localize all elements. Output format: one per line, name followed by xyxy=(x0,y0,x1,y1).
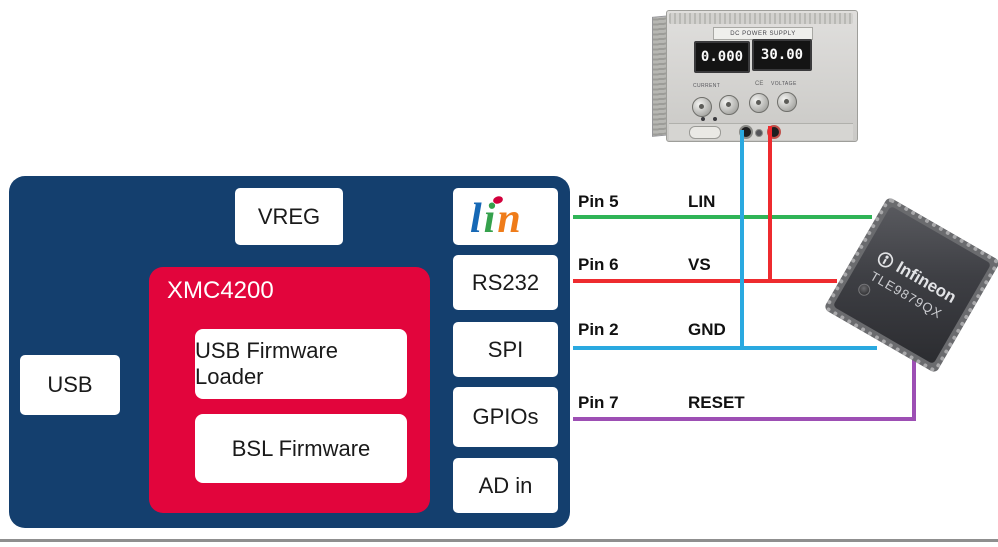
vs-signal-label: VS xyxy=(688,255,711,274)
gpios-label: GPIOs xyxy=(472,404,539,429)
pin5-label: Pin 5 xyxy=(578,192,619,211)
usb-firmware-loader-label: USB Firmware Loader xyxy=(195,338,339,389)
mcu-block: XMC4200 USB Firmware Loader BSL Firmware xyxy=(149,267,430,513)
vs-wire xyxy=(573,279,837,283)
rs232-block: RS232 xyxy=(453,255,558,310)
psu-voltage-coarse-knob xyxy=(749,93,769,113)
psu-bottom-strip xyxy=(669,123,853,140)
usb-block: USB xyxy=(20,355,120,415)
psu-cc-led xyxy=(713,117,717,121)
spi-block: SPI xyxy=(453,322,558,377)
reset-signal-label: RESET xyxy=(688,393,745,412)
gnd-signal-label: GND xyxy=(688,320,726,339)
psu-current-value: 0.000 xyxy=(700,49,744,65)
bottom-divider xyxy=(0,539,998,542)
psu-top-vents xyxy=(669,13,853,24)
bsl-firmware-block: BSL Firmware xyxy=(195,414,407,483)
chip-face: Infineon TLE9879QX xyxy=(832,205,992,365)
tle9879qx-chip: Infineon TLE9879QX xyxy=(823,196,998,374)
chip-pin1-marker xyxy=(856,281,873,298)
infineon-logo-icon xyxy=(878,251,894,268)
pin2-label: Pin 2 xyxy=(578,320,619,339)
psu-current-coarse-knob xyxy=(692,97,712,117)
psu-voltage-knob-label: VOLTAGE xyxy=(771,81,797,87)
lin-logo-icon: lin xyxy=(470,196,521,242)
lin-block: lin xyxy=(453,188,558,245)
reset-wire xyxy=(573,417,916,421)
vreg-label: VREG xyxy=(257,203,321,229)
psu-gnd-wire-vertical xyxy=(740,130,744,350)
lin-wire xyxy=(573,215,872,219)
psu-voltage-value: 30.00 xyxy=(760,47,804,63)
pin7-label: Pin 7 xyxy=(578,393,619,412)
dc-power-supply: DC POWER SUPPLY 0.000 30.00 CURRENT VOLT… xyxy=(652,8,858,142)
psu-ce-mark: CE xyxy=(755,81,764,87)
reset-wire-vertical xyxy=(912,358,916,421)
psu-vs-wire-vertical xyxy=(768,126,772,283)
psu-current-knob-label: CURRENT xyxy=(693,83,721,89)
psu-front-panel: DC POWER SUPPLY 0.000 30.00 CURRENT VOLT… xyxy=(666,10,858,142)
adin-block: AD in xyxy=(453,458,558,513)
psu-cv-led xyxy=(701,117,705,121)
bsl-firmware-label: BSL Firmware xyxy=(231,435,371,461)
psu-current-fine-knob xyxy=(719,95,739,115)
gnd-wire xyxy=(573,346,877,350)
psu-voltage-display: 30.00 xyxy=(752,39,812,71)
rs232-label: RS232 xyxy=(471,269,540,295)
adin-label: AD in xyxy=(478,472,533,498)
usb-label: USB xyxy=(47,372,93,397)
mcu-title: XMC4200 xyxy=(167,277,274,304)
psu-voltage-fine-knob xyxy=(777,92,797,112)
xmc4200-boot-kit-board: VREG USB XMC4200 USB Firmware Loader BSL… xyxy=(9,176,570,528)
usb-firmware-loader-block: USB Firmware Loader xyxy=(195,329,407,399)
gpios-block: GPIOs xyxy=(453,387,558,447)
lin-signal-label: LIN xyxy=(688,192,716,211)
vreg-block: VREG xyxy=(235,188,343,245)
psu-current-display: 0.000 xyxy=(694,41,750,73)
psu-ground-terminal xyxy=(755,129,763,137)
pin6-label: Pin 6 xyxy=(578,255,619,274)
spi-label: SPI xyxy=(487,336,524,362)
svg-text:lin: lin xyxy=(470,196,521,242)
psu-power-button xyxy=(689,126,721,139)
